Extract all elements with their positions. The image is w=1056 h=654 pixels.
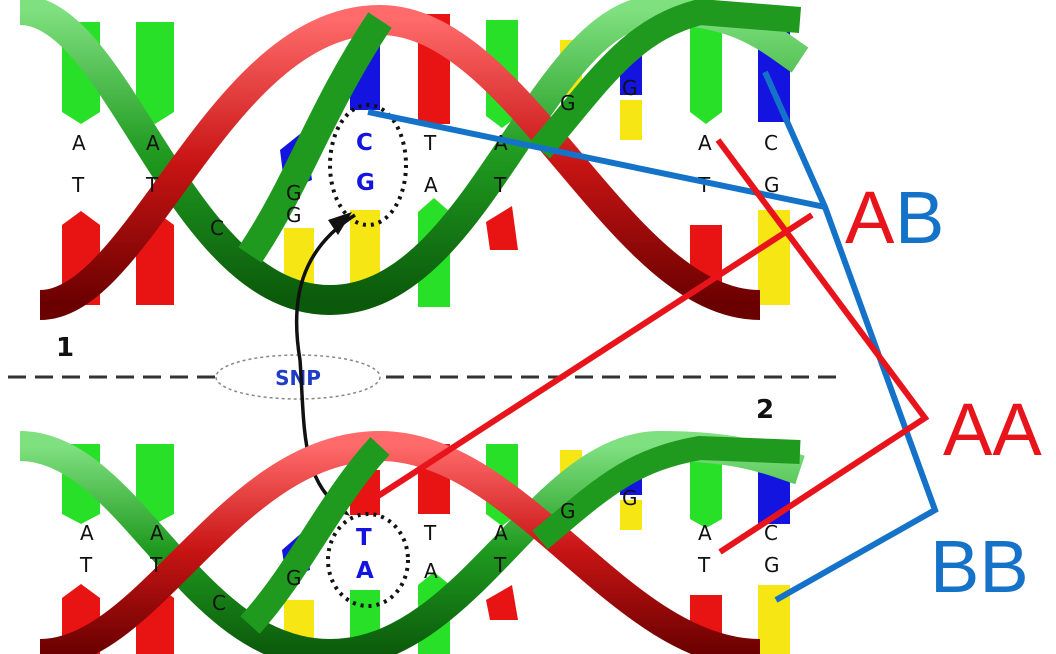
base-label: G bbox=[560, 499, 576, 523]
strand-number-2: 2 bbox=[756, 395, 774, 425]
base-label: G bbox=[560, 91, 576, 115]
snp-label: SNP bbox=[275, 366, 321, 390]
genotype-connector-lines bbox=[367, 70, 939, 603]
base-label: C bbox=[212, 591, 226, 615]
base-label: G bbox=[764, 553, 780, 577]
snp-highlight-ellipse-2 bbox=[326, 512, 410, 608]
base-label: A bbox=[424, 559, 438, 583]
base-label: T bbox=[145, 173, 159, 197]
red-line-aa bbox=[715, 138, 930, 555]
base-label: A bbox=[494, 521, 508, 545]
red-line-t-to-ab bbox=[373, 212, 814, 501]
genotype-aa: AA bbox=[943, 388, 1042, 471]
base-label: C bbox=[764, 521, 778, 545]
strand-number-1: 1 bbox=[56, 333, 74, 363]
base-label: A bbox=[146, 131, 160, 155]
arrow-head-top bbox=[328, 212, 352, 235]
genotype-bb: BB bbox=[930, 525, 1029, 608]
base-label: T bbox=[423, 521, 437, 545]
dna-helix-2: 2 A bbox=[19, 395, 805, 654]
base-label: T bbox=[79, 553, 93, 577]
base-label: C bbox=[210, 216, 224, 240]
snp-base-top: C bbox=[356, 130, 373, 156]
snp-base-bottom: G bbox=[356, 170, 375, 196]
base-label: G bbox=[622, 486, 638, 510]
base-label: C bbox=[764, 131, 778, 155]
base-label: G bbox=[286, 181, 302, 205]
snp-base-top: T bbox=[356, 525, 372, 551]
base-letters-2: A A T A G G A C T T C G A T T G T A bbox=[79, 486, 780, 615]
base-label: G bbox=[286, 566, 302, 590]
snp-base-bottom: A bbox=[356, 558, 374, 584]
base-label: T bbox=[493, 173, 507, 197]
base-label: G bbox=[622, 76, 638, 100]
base-label: T bbox=[71, 173, 85, 197]
base-label: A bbox=[150, 521, 164, 545]
dna-helix-1: A A T A G G A C T T C G G A T T G C G 1 bbox=[18, 0, 809, 363]
base-label: A bbox=[698, 521, 712, 545]
base-label: A bbox=[80, 521, 94, 545]
base-label: T bbox=[697, 553, 711, 577]
snp-arrow bbox=[294, 213, 356, 514]
base-letters-1: A A T A G G A C T T C G G A T T G C G bbox=[71, 76, 780, 240]
snp-highlight-ellipse-1 bbox=[328, 103, 408, 227]
genotype-ab-b: B bbox=[895, 176, 944, 259]
base-label: T bbox=[493, 553, 507, 577]
base-label: G bbox=[286, 203, 302, 227]
dna-strands-1 bbox=[18, 0, 809, 320]
base-label: T bbox=[149, 553, 163, 577]
genotype-ab-a: A bbox=[845, 176, 895, 259]
blue-line-bb bbox=[762, 70, 939, 603]
base-label: T bbox=[423, 131, 437, 155]
base-label: A bbox=[424, 173, 438, 197]
base-label: A bbox=[72, 131, 86, 155]
dna-strands-2 bbox=[19, 430, 805, 654]
base-label: A bbox=[698, 131, 712, 155]
blue-line-c-to-ab bbox=[367, 109, 826, 210]
base-label: G bbox=[764, 173, 780, 197]
